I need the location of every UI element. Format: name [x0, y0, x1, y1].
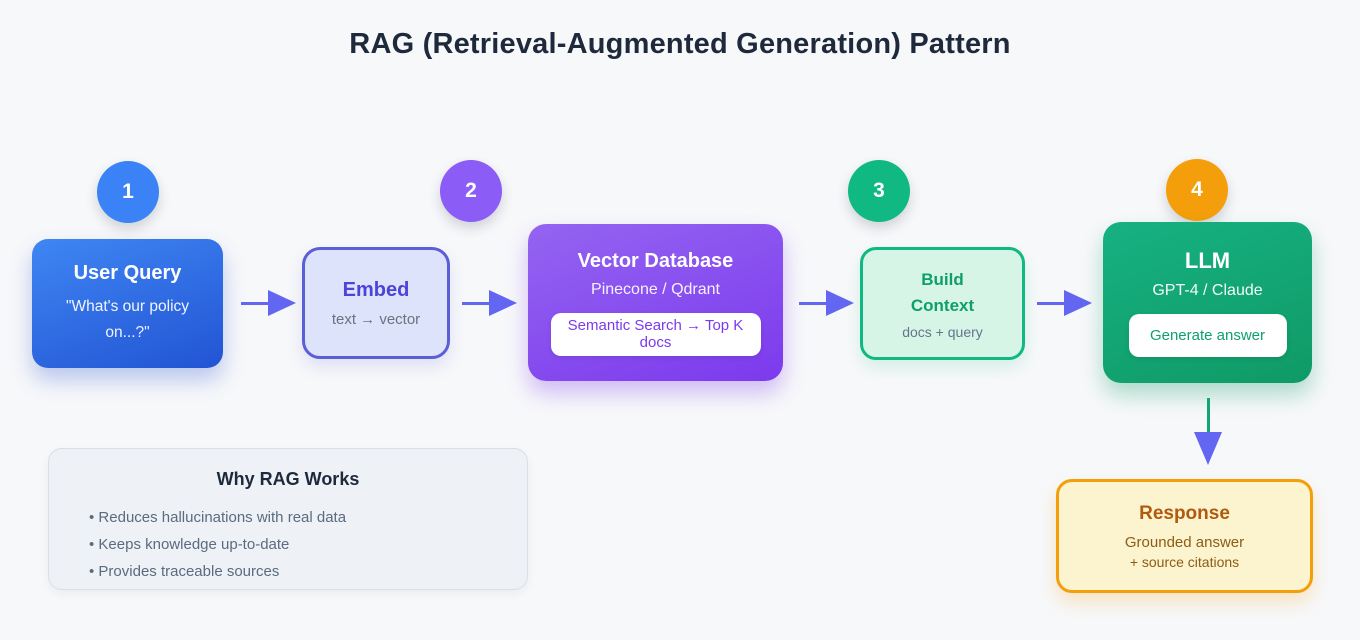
user-query-title: User Query — [73, 261, 182, 284]
node-build-context: Build Context docs + query — [860, 247, 1025, 360]
arrow-right-icon — [799, 290, 854, 316]
info-bullet: Reduces hallucinations with real data — [89, 504, 487, 531]
node-llm: LLM GPT-4 / Claude Generate answer — [1103, 222, 1312, 383]
node-embed: Embed text → vector — [302, 247, 450, 359]
info-panel-list: Reduces hallucinations with real data Ke… — [89, 504, 487, 585]
user-query-subtitle: "What's our policy on...?" — [65, 297, 190, 341]
llm-subtitle: GPT-4 / Claude — [1152, 282, 1263, 299]
embed-title: Embed — [342, 278, 410, 301]
vector-db-subtitle: Pinecone / Qdrant — [591, 280, 720, 298]
info-bullet: Provides traceable sources — [89, 558, 487, 585]
node-user-query: User Query "What's our policy on...?" — [32, 239, 223, 368]
why-rag-works-panel: Why RAG Works Reduces hallucinations wit… — [48, 448, 528, 590]
step-badge-4: 4 — [1166, 159, 1228, 221]
build-context-title: Build Context — [910, 270, 975, 315]
arrow-right-icon — [1037, 290, 1092, 316]
llm-title: LLM — [1184, 248, 1231, 273]
response-subtitle-line1: Grounded answer — [1124, 533, 1245, 551]
vector-db-title: Vector Database — [577, 249, 734, 272]
build-context-subtitle: docs + query — [902, 324, 983, 340]
semantic-search-badge: Semantic Search → Top K docs — [550, 312, 761, 356]
generate-answer-badge: Generate answer — [1128, 314, 1287, 357]
arrow-right-icon — [462, 290, 517, 316]
response-subtitle-line2: + source citations — [1129, 553, 1240, 570]
step-badge-1: 1 — [97, 161, 159, 223]
response-title: Response — [1139, 502, 1230, 524]
info-bullet: Keeps knowledge up-to-date — [89, 531, 487, 558]
embed-subtitle: text → vector — [331, 310, 421, 328]
node-response: Response Grounded answer + source citati… — [1056, 479, 1313, 593]
info-panel-title: Why RAG Works — [216, 469, 360, 489]
arrow-down-icon — [1193, 398, 1223, 468]
step-badge-3: 3 — [848, 160, 910, 222]
node-vector-database: Vector Database Pinecone / Qdrant Semant… — [528, 224, 783, 381]
page-title: RAG (Retrieval-Augmented Generation) Pat… — [349, 28, 1011, 60]
arrow-right-icon — [241, 290, 296, 316]
step-badge-2: 2 — [440, 160, 502, 222]
